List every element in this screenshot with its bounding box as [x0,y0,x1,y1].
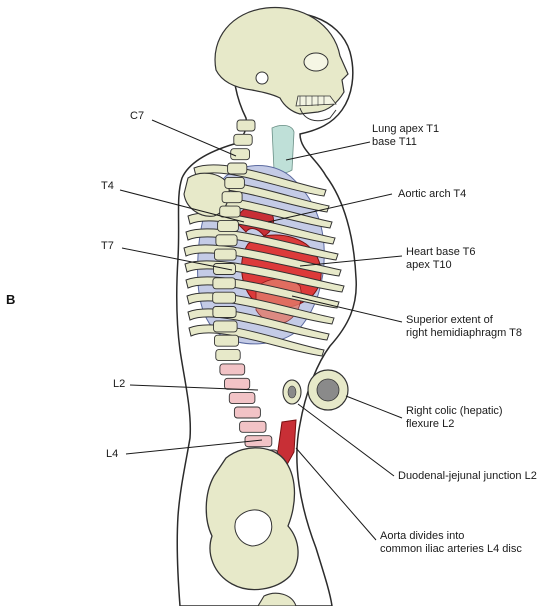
vertebra [215,349,241,362]
label-heart-base: Heart base T6 apex T10 [406,246,476,272]
label-aorta-line2: common iliac arteries L4 disc [380,543,522,555]
label-aorta-line1: Aorta divides into [380,530,465,542]
label-lung-apex-line2: base T11 [372,136,417,148]
vertebra [215,234,238,247]
label-l2: L2 [113,378,126,390]
vertebra [233,133,253,146]
skull [214,6,349,122]
label-l4: L4 [106,448,119,460]
label-diaphragm-line2: right hemidiaphragm T8 [406,327,522,339]
label-t7: T7 [101,240,114,252]
vertebra [228,392,256,405]
leader-l4 [125,439,263,455]
leader-l2 [129,384,259,391]
label-colic-line1: Right colic (hepatic) [406,405,503,417]
leader-aorta [295,447,377,541]
vertebra [230,148,250,161]
leader-heart-base [299,255,403,267]
label-c7: C7 [130,110,145,122]
obturator-foramen [234,509,273,547]
vertebra [219,205,241,218]
vertebra [214,334,239,347]
leader-colic [345,395,403,419]
vertebra [212,277,236,290]
vertebra [217,219,239,232]
label-lung-apex: Lung apex T1 base T11 [372,123,439,149]
vertebra [219,363,246,376]
label-heart-base-line1: Heart base T6 [406,246,476,258]
vertebra [224,176,245,189]
label-aortic-arch: Aortic arch T4 [398,188,467,200]
vertebral-column [212,119,279,462]
label-aorta: Aorta divides into common iliac arteries… [380,530,522,556]
leader-aortic-arch [267,193,393,223]
label-colic: Right colic (hepatic) flexure L2 [406,405,503,431]
vertebra [212,291,236,304]
trachea [271,124,295,174]
vertebra [212,306,237,318]
vertebra [244,435,273,448]
leader-c7 [151,119,237,157]
leader-t4 [119,189,245,223]
label-lung-apex-line1: Lung apex T1 [372,123,440,135]
vertebra [221,191,243,204]
label-duodenal: Duodenal-jejunal junction L2 [398,470,537,482]
duodenal-jejunal-junction [282,379,302,405]
leader-diaphragm [291,295,403,323]
vertebra [233,406,261,419]
vertebra [214,248,237,261]
label-t4: T4 [101,180,114,192]
panel-letter: B [6,292,16,307]
femur-head [257,592,297,606]
vertebra [239,420,267,433]
label-diaphragm: Superior extent of right hemidiaphragm T… [406,314,522,340]
vertebra [224,377,251,390]
vertebra [227,162,248,175]
colic-flexure [307,369,349,411]
vertebra [213,320,238,333]
label-colic-line2: flexure L2 [406,418,455,430]
vertebra [236,119,256,132]
label-heart-base-line2: apex T10 [406,259,452,271]
leader-lung-apex [285,141,371,161]
leader-t7 [121,247,233,271]
leader-duodenal [297,403,395,477]
leader-lines [119,119,403,541]
label-diaphragm-line1: Superior extent of [406,314,493,326]
